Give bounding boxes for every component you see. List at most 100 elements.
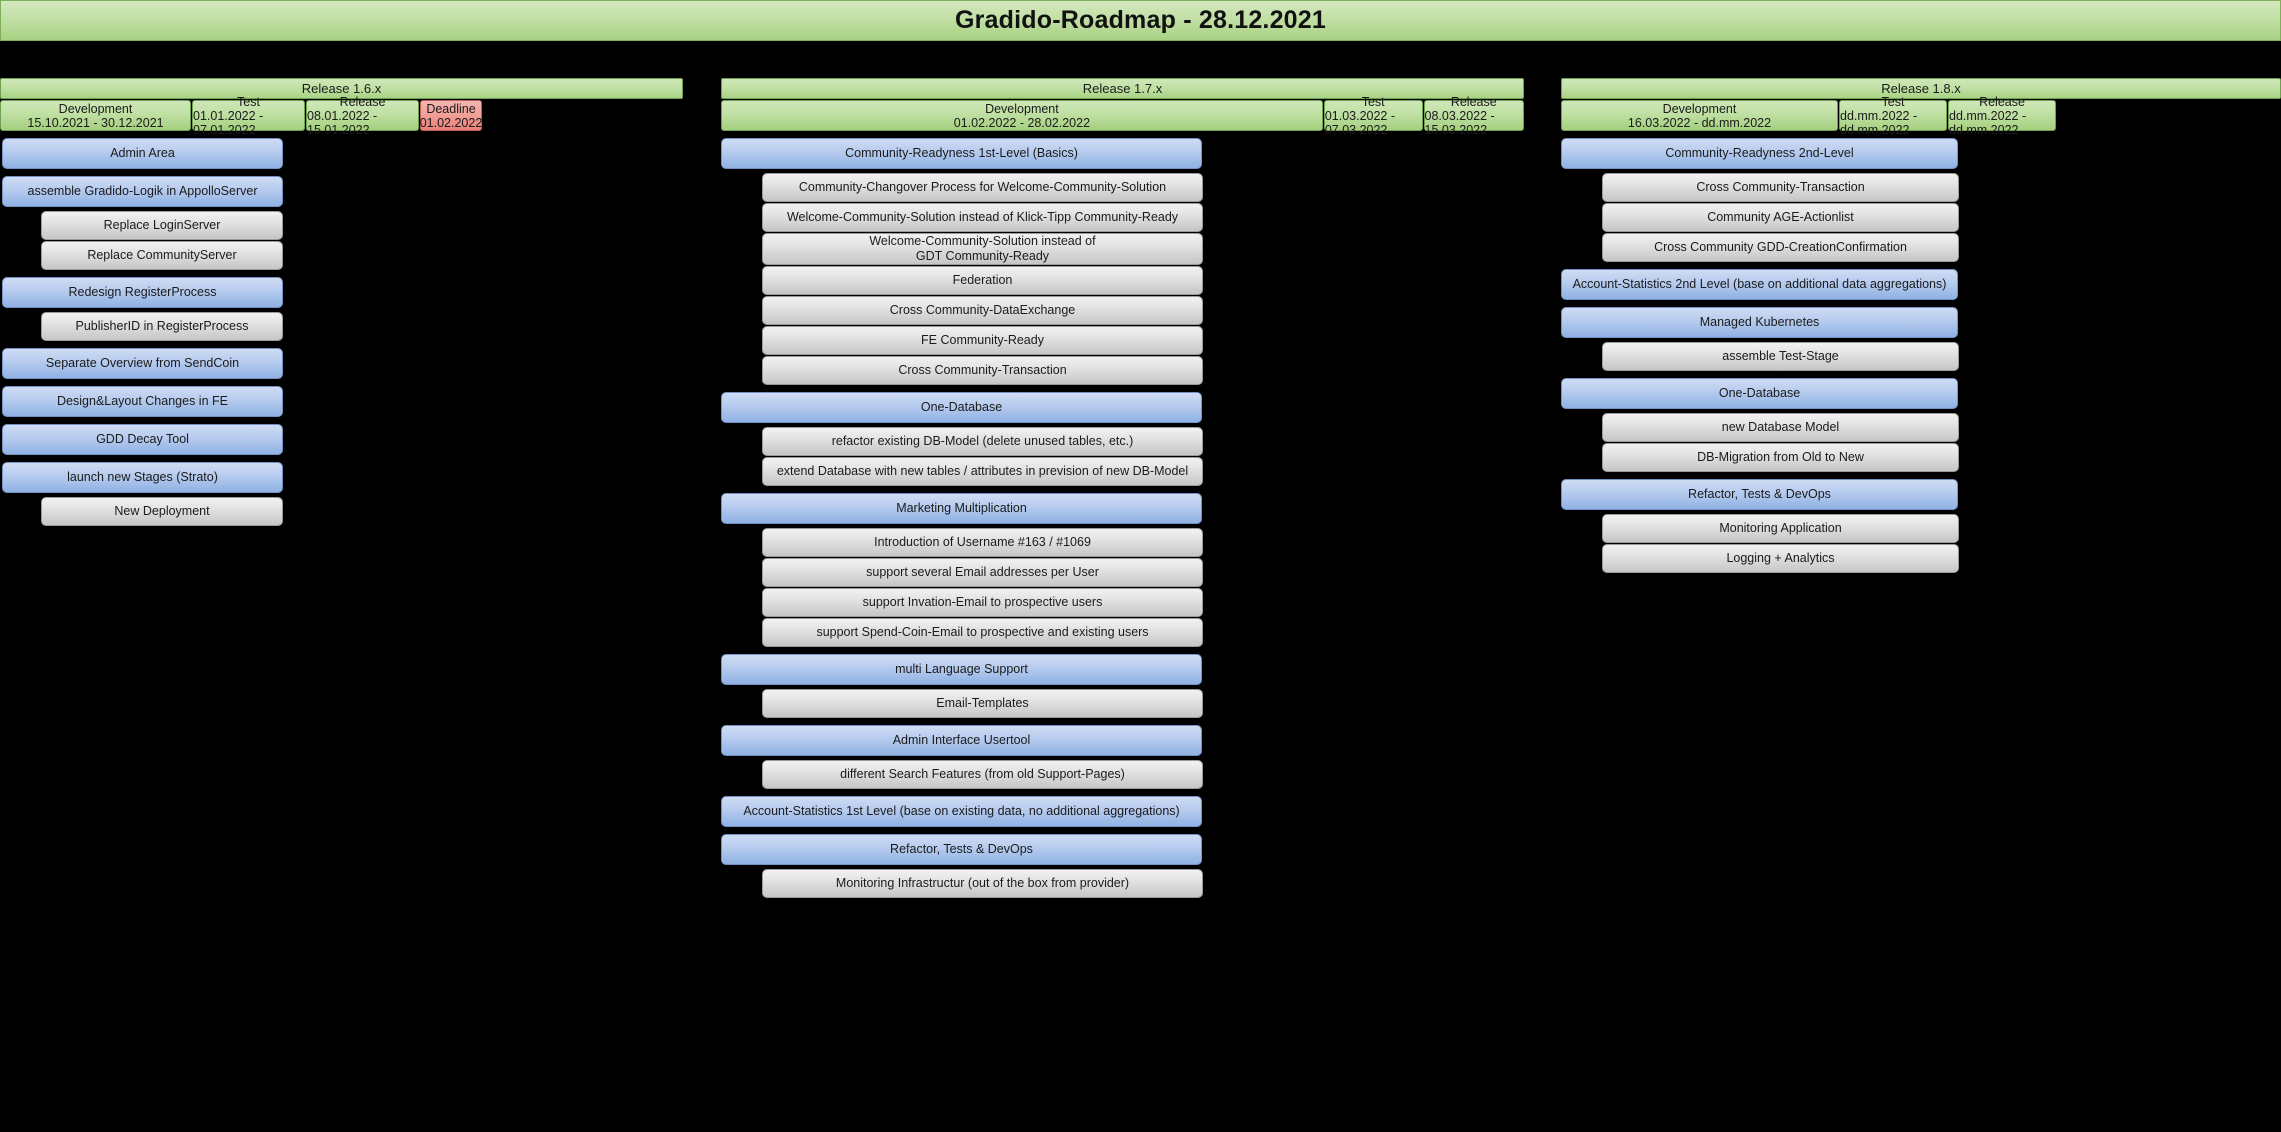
task-sub[interactable]: Community AGE-Actionlist <box>1602 203 1959 232</box>
phase-daterange: 08.03.2022 - 15.03.2022 <box>1424 108 1495 137</box>
task-sub[interactable]: Community-Changover Process for Welcome-… <box>762 173 1203 202</box>
task-main[interactable]: Managed Kubernetes <box>1561 307 1958 338</box>
task-main[interactable]: Refactor, Tests & DevOps <box>721 834 1202 865</box>
task-sub[interactable]: extend Database with new tables / attrib… <box>762 457 1203 486</box>
task-sub[interactable]: Logging + Analytics <box>1602 544 1959 573</box>
task-sub[interactable]: Cross Community-DataExchange <box>762 296 1203 325</box>
page-title: Gradido-Roadmap - 28.12.2021 <box>954 6 1326 34</box>
task-group: Design&Layout Changes in FE <box>0 386 683 417</box>
task-list: Community-Readyness 1st-Level (Basics) Co… <box>721 138 1524 898</box>
task-sub[interactable]: support Invation-Email to prospective us… <box>762 588 1203 617</box>
phase-daterange: 01.03.2022 - 07.03.2022 <box>1324 108 1396 137</box>
phase-label: Test <box>1881 94 1905 109</box>
phase-label: Test <box>237 94 260 109</box>
task-list: Admin Area assemble Gradido-Logik in Appo… <box>0 138 683 526</box>
task-sub[interactable]: Cross Community-Transaction <box>1602 173 1959 202</box>
task-sub[interactable]: Replace CommunityServer <box>41 241 283 270</box>
phase-label: Release <box>1979 94 2025 109</box>
task-main[interactable]: GDD Decay Tool <box>2 424 283 455</box>
task-group: Account-Statistics 2nd Level (base on ad… <box>1561 269 2281 300</box>
task-main[interactable]: launch new Stages (Strato) <box>2 462 283 493</box>
task-sub[interactable]: support Spend-Coin-Email to prospective … <box>762 618 1203 647</box>
task-sub[interactable]: Cross Community-Transaction <box>762 356 1203 385</box>
task-main[interactable]: multi Language Support <box>721 654 1202 685</box>
phase-daterange: 01.02.2022 - 28.02.2022 <box>953 115 1091 130</box>
task-group: Admin Interface Usertool different Search… <box>721 725 1524 789</box>
phase-label: Development <box>58 101 133 116</box>
task-sub[interactable]: new Database Model <box>1602 413 1959 442</box>
task-main[interactable]: Admin Interface Usertool <box>721 725 1202 756</box>
task-main[interactable]: One-Database <box>721 392 1202 423</box>
task-sub[interactable]: Welcome-Community-Solution instead of Kl… <box>762 203 1203 232</box>
phase-daterange: 01.01.2022 - 07.01.2022 <box>193 108 264 137</box>
task-main[interactable]: One-Database <box>1561 378 1958 409</box>
task-sub[interactable]: Introduction of Username #163 / #1069 <box>762 528 1203 557</box>
task-main[interactable]: Design&Layout Changes in FE <box>2 386 283 417</box>
phase-label: Development <box>985 101 1059 116</box>
phase-label: Deadline <box>426 101 476 116</box>
task-main[interactable]: Refactor, Tests & DevOps <box>1561 479 1958 510</box>
task-sub[interactable]: Cross Community GDD-CreationConfirmation <box>1602 233 1959 262</box>
task-main[interactable]: Admin Area <box>2 138 283 169</box>
release-title: Release 1.6.x <box>0 78 683 99</box>
phase-daterange: dd.mm.2022 - dd.mm.2022 <box>1949 108 2027 137</box>
task-group: Admin Area <box>0 138 683 169</box>
task-group: Account-Statistics 1st Level (base on ex… <box>721 796 1524 827</box>
task-main[interactable]: assemble Gradido-Logik in AppolloServer <box>2 176 283 207</box>
release-title: Release 1.7.x <box>721 78 1524 99</box>
task-main[interactable]: Redesign RegisterProcess <box>2 277 283 308</box>
roadmap-title-bar: Gradido-Roadmap - 28.12.2021 <box>0 0 2281 41</box>
task-sub[interactable]: FE Community-Ready <box>762 326 1203 355</box>
task-main[interactable]: Account-Statistics 2nd Level (base on ad… <box>1561 269 1958 300</box>
phase-daterange: 01.02.2022 <box>419 115 483 130</box>
task-sub[interactable]: Email-Templates <box>762 689 1203 718</box>
task-group: One-Database refactor existing DB-Model (… <box>721 392 1524 486</box>
task-sub[interactable]: different Search Features (from old Supp… <box>762 760 1203 789</box>
task-main[interactable]: Marketing Multiplication <box>721 493 1202 524</box>
task-sub[interactable]: Monitoring Application <box>1602 514 1959 543</box>
release-title: Release 1.8.x <box>1561 78 2281 99</box>
task-sub[interactable]: Replace LoginServer <box>41 211 283 240</box>
phase-daterange: 15.10.2021 - 30.12.2021 <box>27 115 164 130</box>
task-sub[interactable]: refactor existing DB-Model (delete unuse… <box>762 427 1203 456</box>
task-sub[interactable]: DB-Migration from Old to New <box>1602 443 1959 472</box>
task-group: launch new Stages (Strato) New Deployment <box>0 462 683 526</box>
task-group: Community-Readyness 1st-Level (Basics) Co… <box>721 138 1524 385</box>
task-sub[interactable]: New Deployment <box>41 497 283 526</box>
task-main[interactable]: Account-Statistics 1st Level (base on ex… <box>721 796 1202 827</box>
task-main[interactable]: Community-Readyness 2nd-Level <box>1561 138 1958 169</box>
task-sub[interactable]: Monitoring Infrastructur (out of the box… <box>762 869 1203 898</box>
task-sub[interactable]: PublisherID in RegisterProcess <box>41 312 283 341</box>
task-main[interactable]: Community-Readyness 1st-Level (Basics) <box>721 138 1202 169</box>
task-group: Separate Overview from SendCoin <box>0 348 683 379</box>
task-main[interactable]: Separate Overview from SendCoin <box>2 348 283 379</box>
task-sub[interactable]: Federation <box>762 266 1203 295</box>
task-sub[interactable]: assemble Test-Stage <box>1602 342 1959 371</box>
phase-label: Development <box>1662 101 1737 116</box>
phase-label: Test <box>1361 94 1385 109</box>
task-sub[interactable]: support several Email addresses per User <box>762 558 1203 587</box>
